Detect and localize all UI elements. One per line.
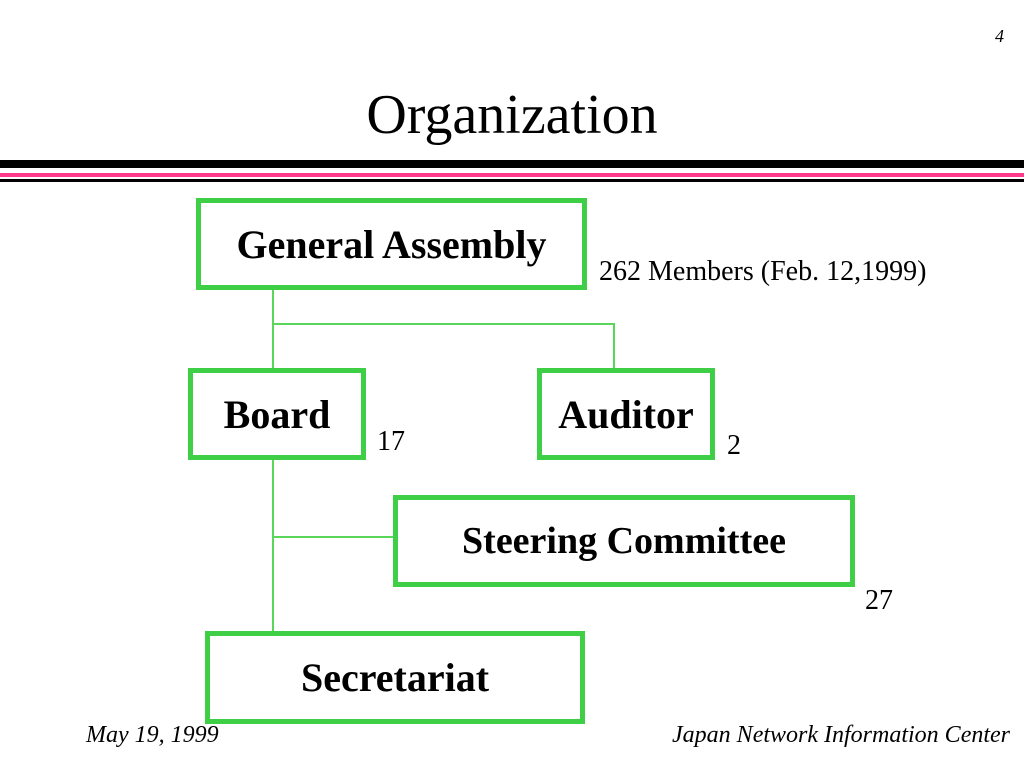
slide-number: 4 [995, 26, 1004, 46]
steering-committee-count: 27 [865, 585, 893, 616]
general-assembly-box: General Assembly [196, 198, 587, 290]
title-rule-top [0, 160, 1024, 168]
connector-board-to-secretariat [272, 460, 274, 633]
connector-to-steering-committee [272, 536, 395, 538]
secretariat-label: Secretariat [300, 655, 490, 700]
auditor-box: Auditor [537, 368, 715, 460]
steering-committee-box: Steering Committee [393, 495, 855, 587]
general-assembly-count: 262 Members (Feb. 12,1999) [599, 256, 927, 287]
secretariat-box: Secretariat [205, 631, 585, 724]
steering-committee-label: Steering Committee [462, 520, 786, 562]
board-label: Board [223, 391, 331, 437]
board-count: 17 [377, 426, 405, 457]
connector-to-auditor [613, 323, 615, 370]
footer-date: May 19, 1999 [86, 722, 219, 748]
connector-general-to-board [272, 290, 274, 370]
auditor-label: Auditor [558, 391, 694, 437]
footer-organization: Japan Network Information Center [672, 722, 1010, 748]
general-assembly-label: General Assembly [236, 221, 547, 267]
title-rule-bottom [0, 179, 1024, 182]
connector-branch-horizontal [272, 323, 614, 325]
title-rule-accent [0, 173, 1024, 177]
auditor-count: 2 [727, 430, 741, 461]
slide-title: Organization [366, 84, 658, 146]
board-box: Board [188, 368, 366, 460]
